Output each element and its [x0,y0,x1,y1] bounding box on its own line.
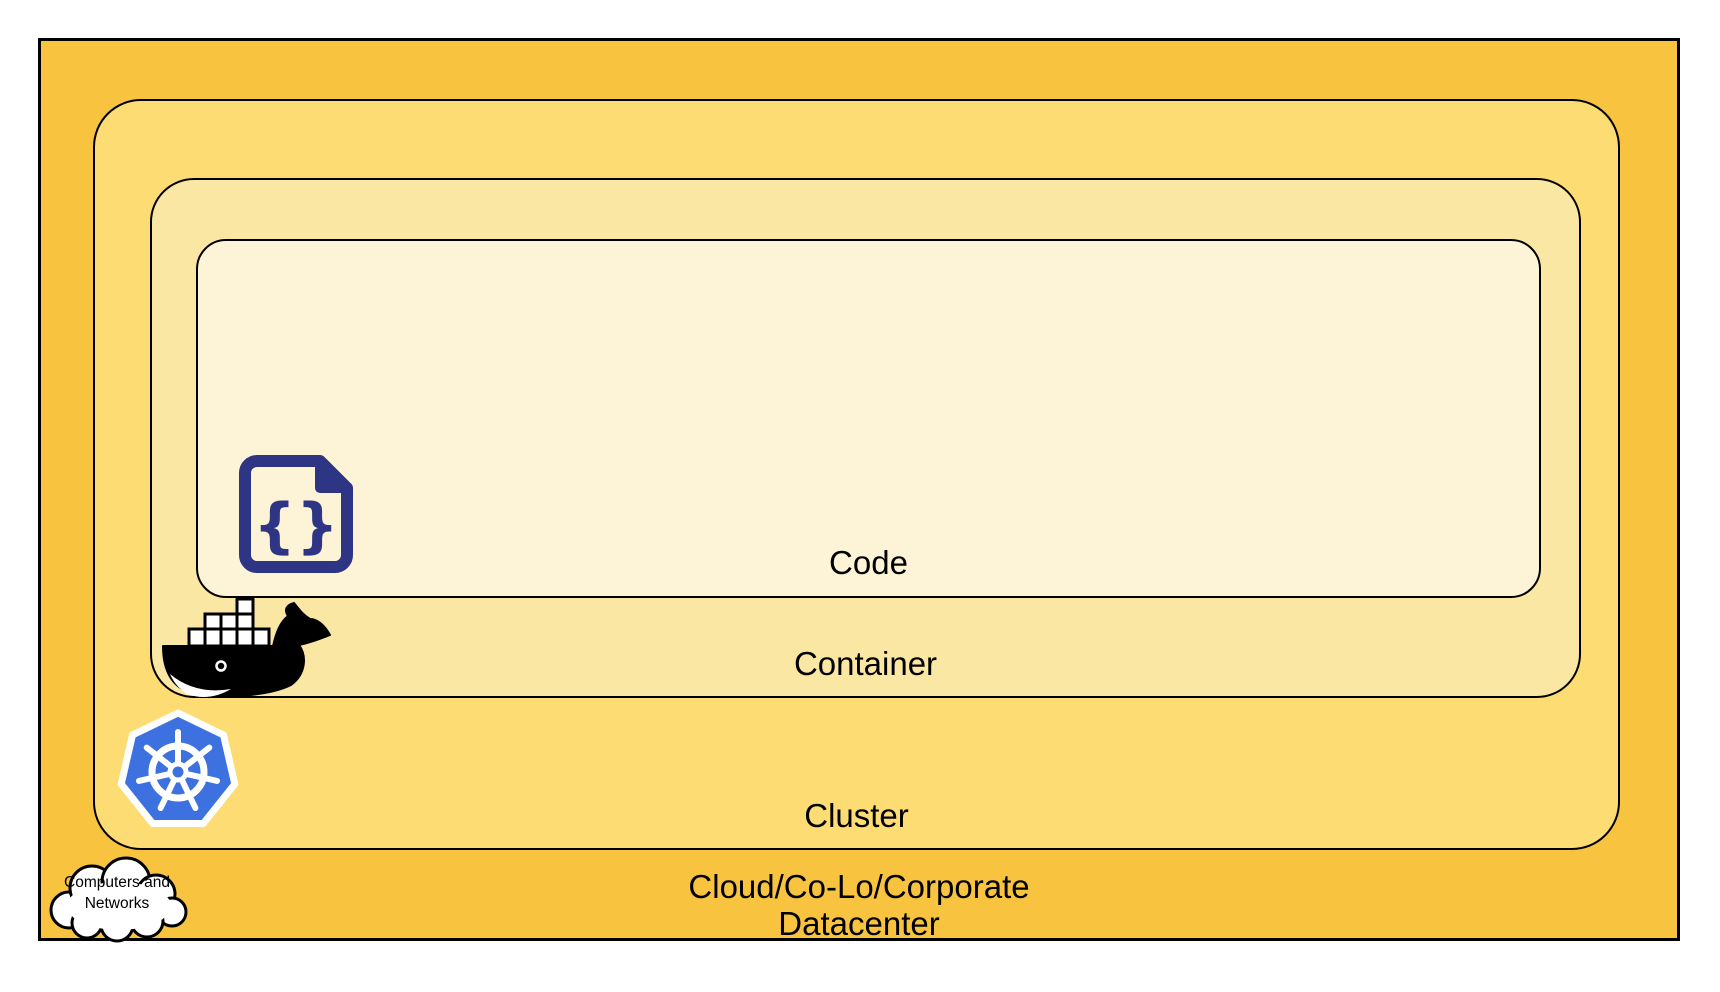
cluster-label: Cluster [804,797,909,834]
datacenter-label-line2: Datacenter [778,905,940,942]
code-label: Code [829,544,908,581]
datacenter-label-line1: Cloud/Co-Lo/Corporate [688,868,1030,905]
svg-text:{}: {} [253,491,338,561]
cloud-callout-line2: Networks [84,895,150,912]
code-file-icon: {} [238,453,354,575]
container-label: Container [793,645,938,682]
computers-networks-cloud-icon [40,848,192,944]
cloud-callout-line1: Computers and [64,874,170,891]
kubernetes-helm-icon [117,708,239,836]
layer-code-box [196,239,1541,598]
docker-whale-icon [157,594,333,708]
